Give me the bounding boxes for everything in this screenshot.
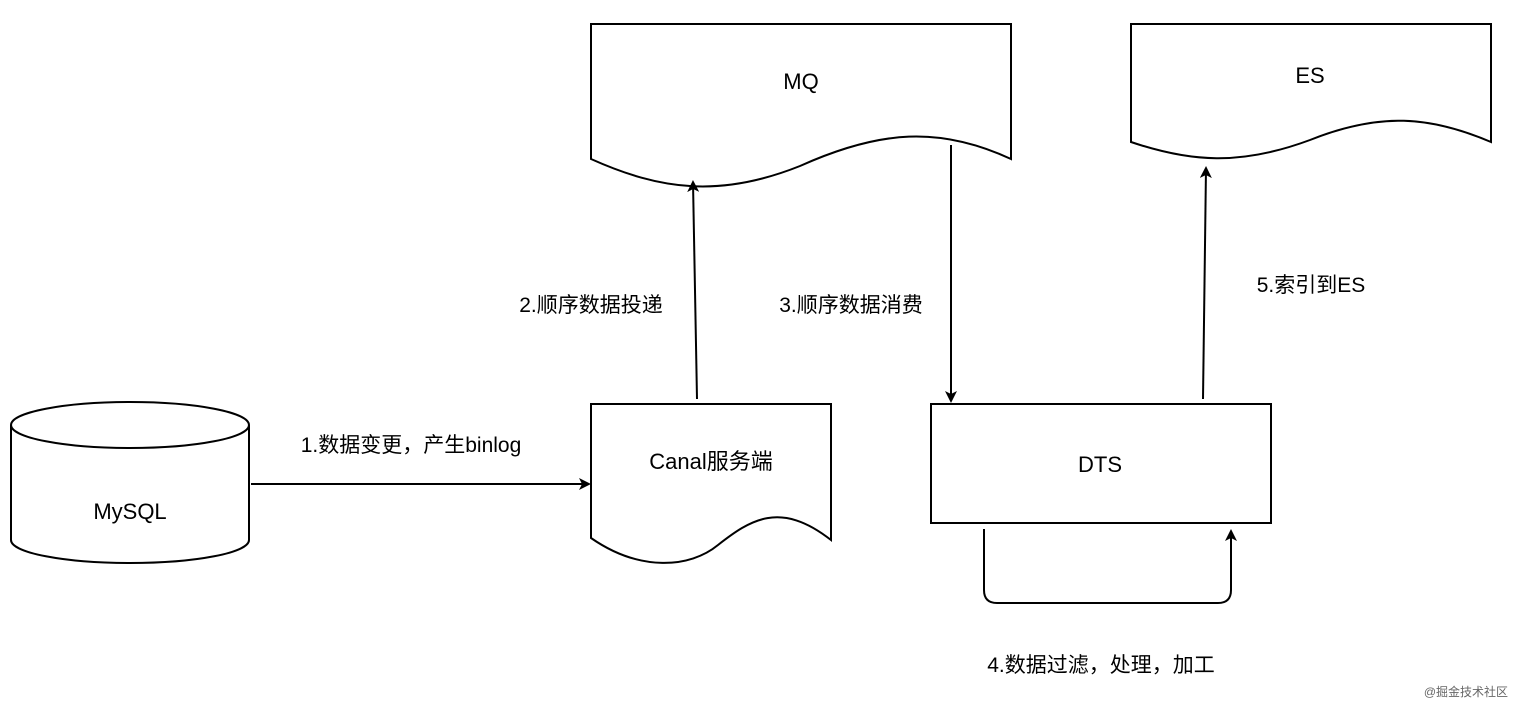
edge-label-step5: 5.索引到ES — [1257, 274, 1366, 297]
edge-canal-to-mq: 2.顺序数据投递 — [519, 180, 700, 400]
canal-label: Canal服务端 — [649, 449, 772, 474]
edge-dts-self-loop: 4.数据过滤，处理，加工 — [983, 529, 1237, 677]
edge-dts-to-es: 5.索引到ES — [1199, 166, 1366, 400]
mysql-node: MySQL — [10, 401, 250, 564]
mq-node: MQ — [590, 23, 1012, 188]
mysql-label: MySQL — [93, 499, 166, 524]
edge-mq-to-dts: 3.顺序数据消费 — [779, 145, 957, 403]
mq-label: MQ — [783, 69, 818, 94]
edge-label-step3: 3.顺序数据消费 — [779, 294, 923, 317]
canal-node: Canal服务端 — [590, 403, 832, 564]
es-label: ES — [1295, 63, 1324, 88]
edge-mysql-to-canal: 1.数据变更，产生binlog — [251, 434, 591, 490]
watermark-text: @掘金技术社区 — [1424, 684, 1508, 699]
es-node: ES — [1130, 23, 1492, 160]
edge-label-step2: 2.顺序数据投递 — [519, 294, 663, 317]
dts-label: DTS — [1078, 452, 1122, 477]
edge-label-step1: 1.数据变更，产生binlog — [301, 434, 522, 457]
dts-node: DTS — [930, 403, 1272, 524]
edge-label-step4: 4.数据过滤，处理，加工 — [987, 654, 1215, 677]
